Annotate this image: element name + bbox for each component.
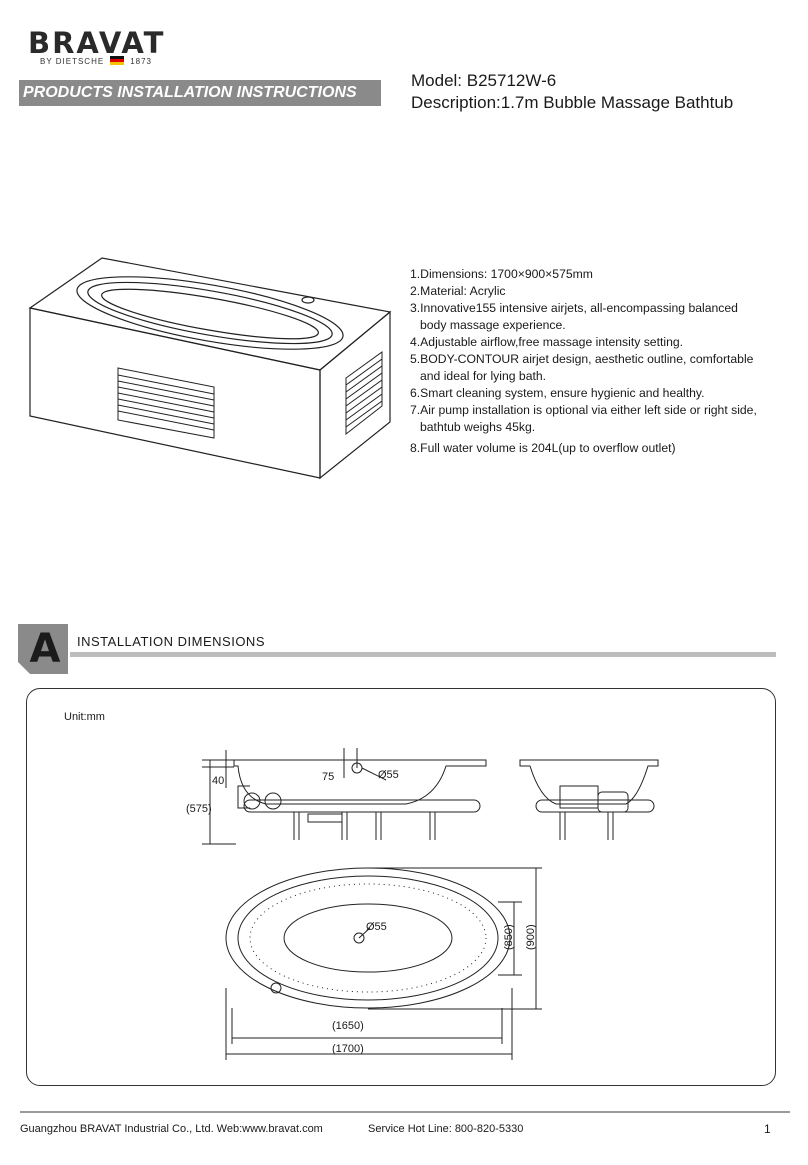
- product-model: Model: B25712W-6: [411, 71, 557, 90]
- instructions-banner: [19, 80, 381, 106]
- banner-title: PRODUCTS INSTALLATION INSTRUCTIONS: [23, 84, 357, 101]
- feature-item: 8.Full water volume is 204L(up to overfl…: [410, 440, 790, 457]
- feature-text-continued: body massage experience.: [420, 318, 566, 332]
- feature-text: 2.Material: Acrylic: [410, 284, 506, 298]
- brand-logo: BRAVAT: [28, 26, 166, 60]
- brand-sub-year: 1873: [130, 57, 152, 66]
- feature-item: 1.Dimensions: 1700×900×575mm: [410, 266, 790, 283]
- dim-55-side: Ø55: [378, 769, 399, 781]
- feature-item: 7.Air pump installation is optional via …: [410, 402, 790, 436]
- feature-item: 3.Innovative155 intensive airjets, all-e…: [410, 300, 790, 334]
- feature-text: 8.Full water volume is 204L(up to overfl…: [410, 441, 676, 455]
- dim-850: (850): [503, 924, 515, 950]
- section-divider: [70, 652, 776, 657]
- dim-900: (900): [525, 924, 537, 950]
- feature-text: 7.Air pump installation is optional via …: [410, 403, 757, 417]
- section-a-badge: [18, 624, 68, 674]
- dim-1700: (1700): [332, 1043, 364, 1055]
- feature-item: 4.Adjustable airflow,free massage intens…: [410, 334, 790, 351]
- dim-575: (575): [186, 803, 212, 815]
- footer-divider: [20, 1111, 790, 1113]
- feature-text: 6.Smart cleaning system, ensure hygienic…: [410, 386, 705, 400]
- bathtub-isometric-illustration: [28, 257, 392, 480]
- unit-label: Unit:mm: [64, 711, 105, 723]
- dim-75: 75: [322, 771, 334, 783]
- product-description: Description:1.7m Bubble Massage Bathtub: [411, 93, 734, 112]
- feature-text: 4.Adjustable airflow,free massage intens…: [410, 335, 684, 349]
- dimension-drawings: 40 (575) 75 Ø55 Ø55 (850) (900) (1650) (…: [186, 748, 659, 1060]
- dim-40: 40: [212, 775, 224, 787]
- feature-item: 2.Material: Acrylic: [410, 283, 790, 300]
- feature-item: 5.BODY-CONTOUR airjet design, aesthetic …: [410, 351, 790, 385]
- brand-sub-left: BY DIETSCHE: [40, 57, 105, 66]
- dim-1650: (1650): [332, 1020, 364, 1032]
- feature-text: 5.BODY-CONTOUR airjet design, aesthetic …: [410, 352, 754, 366]
- feature-text-continued: bathtub weighs 45kg.: [420, 420, 536, 434]
- feature-text: 3.Innovative155 intensive airjets, all-e…: [410, 301, 738, 315]
- page-number: 1: [764, 1122, 771, 1136]
- footer-company: Guangzhou BRAVAT Industrial Co., Ltd. We…: [20, 1123, 323, 1135]
- footer-hotline: Service Hot Line: 800-820-5330: [368, 1123, 524, 1135]
- feature-list: 1.Dimensions: 1700×900×575mm 2.Material: …: [410, 266, 790, 457]
- feature-text: 1.Dimensions: 1700×900×575mm: [410, 267, 593, 281]
- section-a-letter: A: [29, 626, 61, 672]
- brand-subline: BY DIETSCHE 1873: [40, 56, 152, 66]
- dim-55-top: Ø55: [366, 921, 387, 933]
- dimensions-panel: [26, 688, 776, 1086]
- section-a-title: INSTALLATION DIMENSIONS: [77, 634, 265, 649]
- feature-text-continued: and ideal for lying bath.: [420, 369, 547, 383]
- german-flag-icon: [110, 56, 125, 65]
- feature-item: 6.Smart cleaning system, ensure hygienic…: [410, 385, 790, 402]
